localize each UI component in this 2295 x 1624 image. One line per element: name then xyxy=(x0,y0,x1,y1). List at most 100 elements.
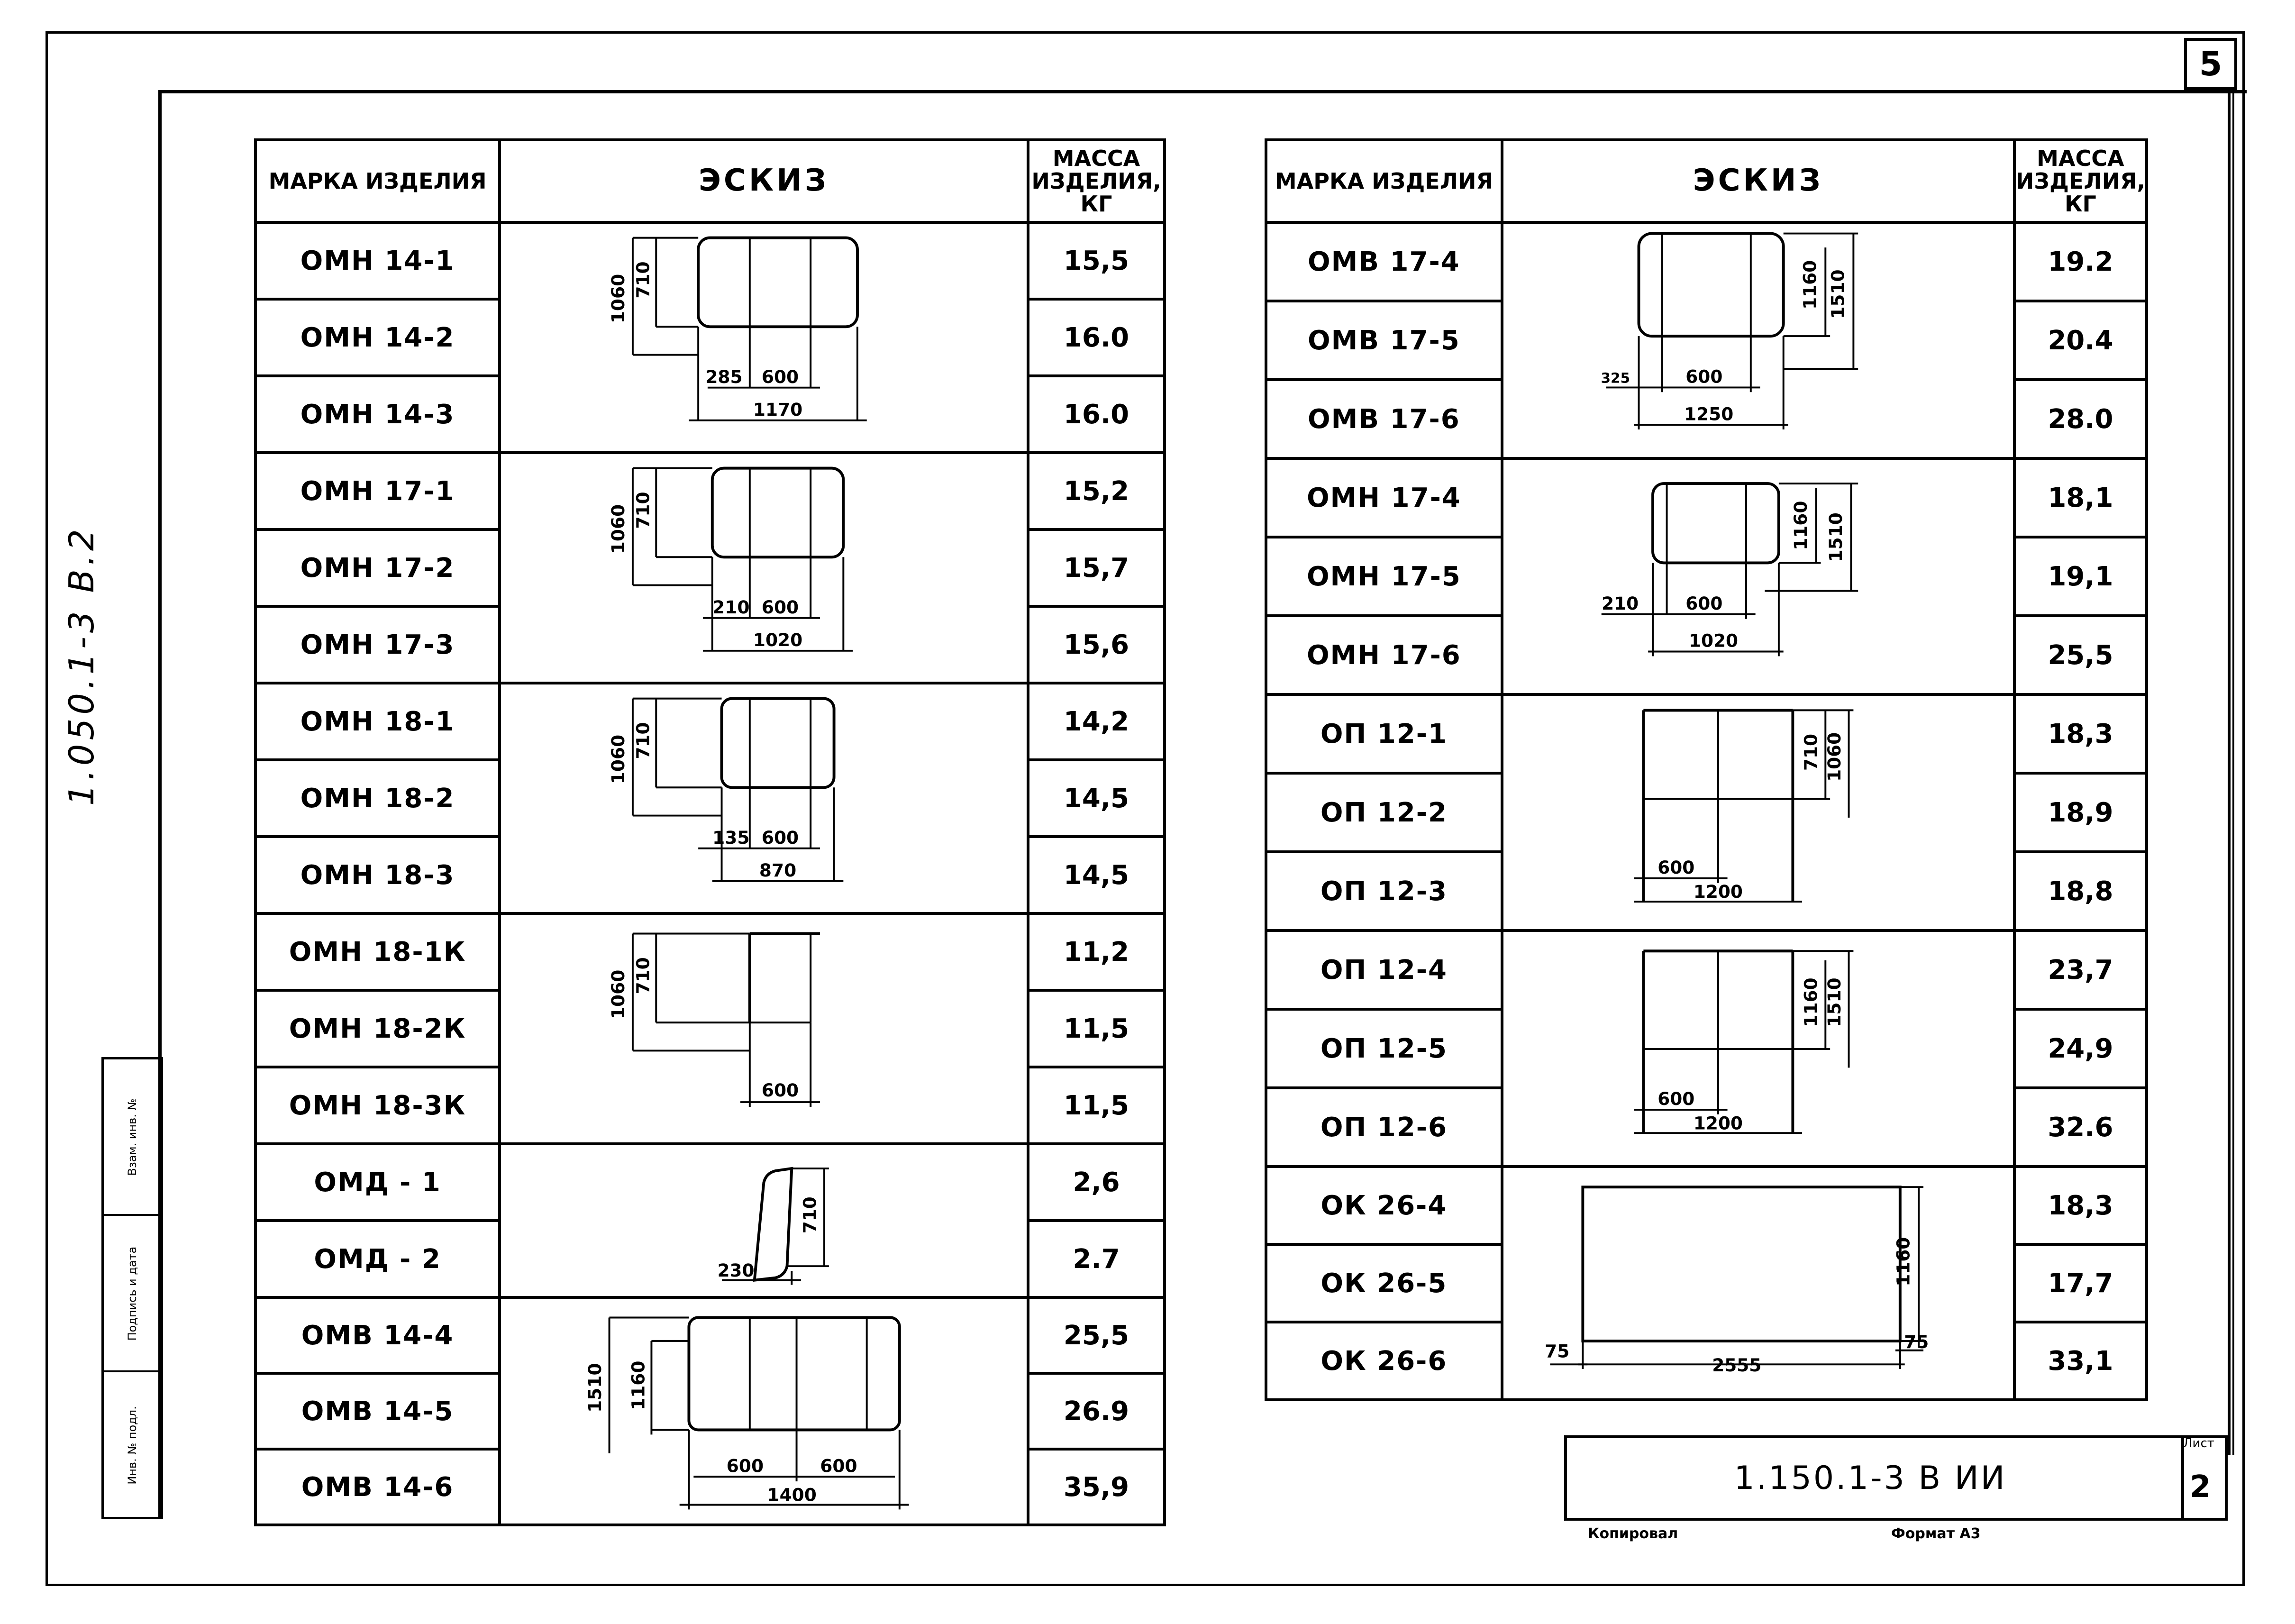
sketch-drawing: 1160 1510 325 600 1250 xyxy=(1601,232,1858,430)
dim-label: 75 xyxy=(1904,1332,1929,1352)
row-mass: 18,8 xyxy=(2013,850,2149,932)
row-mark: ОМН 18-3К xyxy=(254,1066,501,1145)
dim-label: 230 xyxy=(718,1260,755,1281)
row-mass: 24,9 xyxy=(2013,1008,2149,1089)
sketch-drawing: 1510 1160 600 600 1400 xyxy=(584,1316,909,1510)
row-mass: 33,1 xyxy=(2013,1321,2149,1401)
row-mark: ОМН 17-2 xyxy=(254,528,501,608)
dim-label: 1160 xyxy=(1800,977,1821,1027)
copied-by-label: Копировал xyxy=(1588,1525,1678,1542)
sketch-drawing: 1160 1510 210 600 1020 xyxy=(1601,482,1858,657)
sketch-drawing: 1060 710 210 600 1020 xyxy=(608,466,853,652)
dim-label: 75 xyxy=(1545,1341,1569,1362)
header-mass: МАССА ИЗДЕЛИЯ, КГ xyxy=(2013,138,2149,224)
dim-label: 1250 xyxy=(1684,403,1733,424)
dim-label: 210 xyxy=(1602,593,1639,614)
dim-label: 2555 xyxy=(1712,1355,1761,1376)
dim-label: 1060 xyxy=(608,504,628,554)
row-mark: ОК 26-6 xyxy=(1265,1321,1503,1401)
sketch-drawing: 1060 710 285 600 1170 xyxy=(608,236,867,421)
dim-label: 710 xyxy=(633,957,654,994)
dim-label: 600 xyxy=(820,1455,857,1476)
sketch-drawing: 710 230 xyxy=(718,1167,829,1285)
row-mass: 15,6 xyxy=(1027,605,1166,684)
sketch-omv-17: 1160 1510 325 600 1250 xyxy=(1500,221,2016,460)
dim-label: 1510 xyxy=(1825,512,1846,562)
row-mark: ОМН 17-4 xyxy=(1265,457,1503,538)
drawing-outer-frame xyxy=(46,31,2245,1586)
dim-label: 1510 xyxy=(1824,977,1845,1027)
row-mark: ОК 26-5 xyxy=(1265,1243,1503,1323)
dim-label: 1160 xyxy=(628,1360,649,1410)
row-mark: ОМН 18-2 xyxy=(254,758,501,838)
dim-label: 710 xyxy=(633,261,654,298)
dim-label: 1060 xyxy=(608,274,628,323)
sketch-omn-17-right: 1160 1510 210 600 1020 xyxy=(1500,457,2016,696)
right-spec-table: МАРКА ИЗДЕЛИЯ ЭСКИЗ МАССА ИЗДЕЛИЯ, КГ ОМ… xyxy=(1265,138,2149,1401)
row-mark: ОМН 17-5 xyxy=(1265,536,1503,617)
dim-label: 710 xyxy=(1800,734,1821,771)
row-mark: ОМН 18-1К xyxy=(254,912,501,992)
row-mark: ОМН 18-2К xyxy=(254,989,501,1068)
row-mass: 19.2 xyxy=(2013,221,2149,302)
row-mass: 14,5 xyxy=(1027,835,1166,915)
dim-label: 710 xyxy=(800,1196,820,1233)
row-mark: ОМН 17-6 xyxy=(1265,614,1503,696)
row-mark: ОП 12-6 xyxy=(1265,1086,1503,1168)
sketch-omv-14: 1510 1160 600 600 1400 xyxy=(498,1296,1030,1526)
header-mark: МАРКА ИЗДЕЛИЯ xyxy=(1265,138,1503,224)
row-mass: 32.6 xyxy=(2013,1086,2149,1168)
sketch-drawing: 1060 710 135 600 870 xyxy=(608,697,844,882)
header-mark: МАРКА ИЗДЕЛИЯ xyxy=(254,138,501,224)
dim-label: 1200 xyxy=(1694,1113,1743,1133)
header-sketch: ЭСКИЗ xyxy=(498,138,1030,224)
dim-label: 1020 xyxy=(753,630,802,650)
dim-label: 1160 xyxy=(1799,260,1820,310)
row-mass: 26.9 xyxy=(1027,1372,1166,1451)
dim-label: 1200 xyxy=(1694,881,1743,902)
sketch-op-12-1: 710 1060 600 1200 xyxy=(1500,693,2016,932)
row-mass: 23,7 xyxy=(2013,929,2149,1011)
document-code: 1.150.1-3 В ИИ xyxy=(1734,1459,2007,1497)
dim-label: 210 xyxy=(712,597,749,618)
row-mass: 2.7 xyxy=(1027,1219,1166,1299)
row-mark: ОМВ 14-5 xyxy=(254,1372,501,1451)
row-mark: ОМД - 1 xyxy=(254,1142,501,1222)
dim-label: 710 xyxy=(633,722,654,759)
binding-cell: Подпись и дата xyxy=(104,1216,161,1372)
row-mass: 25,5 xyxy=(1027,1296,1166,1375)
row-mark: ОМВ 17-6 xyxy=(1265,378,1503,460)
format-label: Формат А3 xyxy=(1891,1525,1981,1542)
row-mark: ОМВ 14-4 xyxy=(254,1296,501,1375)
binding-label: Взам. инв. № xyxy=(126,1098,139,1176)
row-mass: 35,9 xyxy=(1027,1448,1166,1526)
row-mass: 18,1 xyxy=(2013,457,2149,538)
row-mass: 28.0 xyxy=(2013,378,2149,460)
row-mass: 15,5 xyxy=(1027,221,1166,301)
row-mass: 20.4 xyxy=(2013,300,2149,381)
left-spec-table: МАРКА ИЗДЕЛИЯ ЭСКИЗ МАССА ИЗДЕЛИЯ, КГ ОМ… xyxy=(254,138,1166,1526)
sheet-cell xyxy=(2181,1435,2231,1519)
row-mark: ОМВ 14-6 xyxy=(254,1448,501,1526)
row-mass: 25,5 xyxy=(2013,614,2149,696)
row-mass: 11,5 xyxy=(1027,1066,1166,1145)
row-mass: 18,9 xyxy=(2013,772,2149,853)
dim-label: 1510 xyxy=(584,1363,605,1412)
row-mark: ОМВ 17-4 xyxy=(1265,221,1503,302)
sketch-drawing: 710 1060 600 1200 xyxy=(1634,709,1854,903)
row-mark: ОМН 14-1 xyxy=(254,221,501,301)
dim-label: 600 xyxy=(762,366,799,387)
dim-label: 600 xyxy=(727,1455,764,1476)
row-mass: 15,7 xyxy=(1027,528,1166,608)
dim-label: 1060 xyxy=(608,970,628,1019)
row-mass: 17,7 xyxy=(2013,1243,2149,1323)
dim-label: 1160 xyxy=(1790,501,1811,550)
dim-label: 600 xyxy=(762,597,799,618)
sketch-omd: 710 230 xyxy=(498,1142,1030,1299)
row-mark: ОП 12-4 xyxy=(1265,929,1503,1011)
dim-label: 600 xyxy=(1658,1088,1694,1109)
dim-label: 710 xyxy=(633,492,654,529)
title-block: 1.150.1-3 В ИИ xyxy=(1564,1435,2228,1521)
side-document-code: 1.050.1-3 В.2 xyxy=(62,525,101,806)
corner-sheet-number: 5 xyxy=(2184,38,2237,90)
